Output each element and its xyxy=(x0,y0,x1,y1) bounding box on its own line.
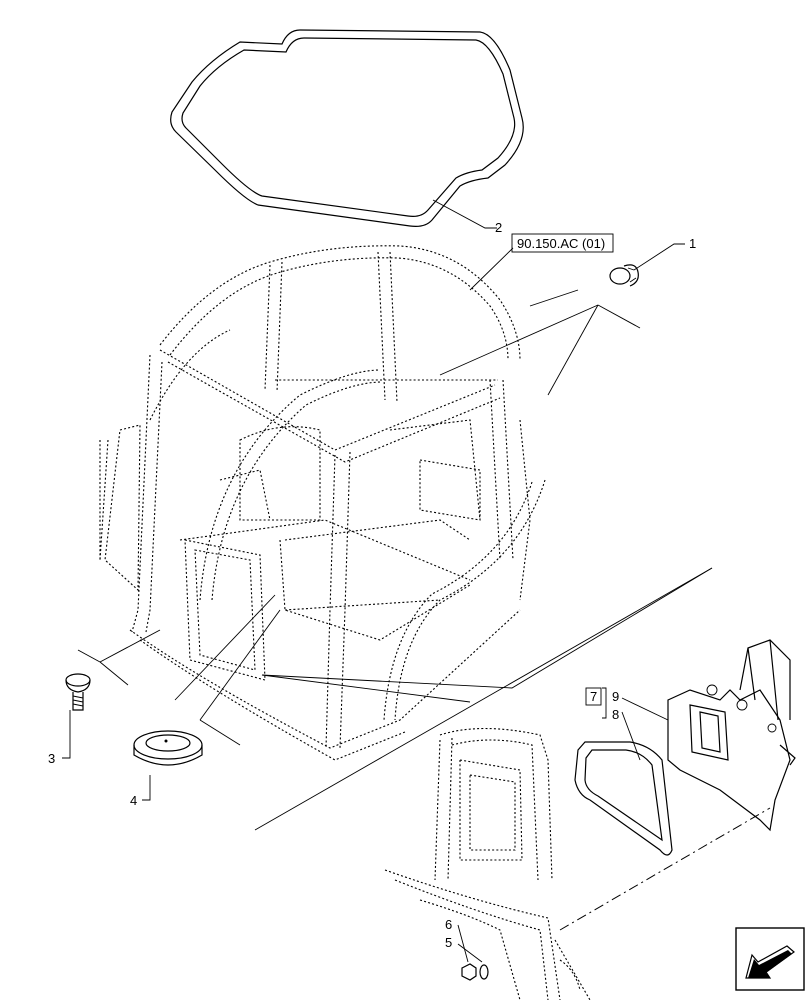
grommet-part xyxy=(133,730,203,766)
callout-1[interactable]: 1 xyxy=(689,236,696,251)
callout-9[interactable]: 9 xyxy=(612,689,619,704)
leader-lines xyxy=(62,199,713,963)
callout-2[interactable]: 2 xyxy=(495,220,502,235)
callout-3[interactable]: 3 xyxy=(48,751,55,766)
callout-5[interactable]: 5 xyxy=(445,935,452,950)
reference-label[interactable]: 90.150.AC (01) xyxy=(517,236,605,251)
arrow-back-icon[interactable] xyxy=(735,927,805,991)
gasket-part xyxy=(574,741,673,856)
roof-seal xyxy=(170,29,524,227)
callout-4[interactable]: 4 xyxy=(130,793,137,808)
reference-box xyxy=(511,233,614,253)
bolt-part xyxy=(65,673,91,711)
assembly-line xyxy=(559,807,771,931)
nut-washer-part xyxy=(461,963,489,981)
callout-labels: 90.150.AC (01) 1 2 3 4 5 6 7 8 9 xyxy=(48,220,696,950)
bracket-part xyxy=(667,639,796,832)
callout-7-box xyxy=(585,687,602,706)
callout-7[interactable]: 7 xyxy=(590,689,597,704)
detail-frame xyxy=(384,728,591,1001)
cab-frame xyxy=(99,245,546,761)
callout-8[interactable]: 8 xyxy=(612,707,619,722)
callout-6[interactable]: 6 xyxy=(445,917,452,932)
plug-part xyxy=(609,264,639,287)
